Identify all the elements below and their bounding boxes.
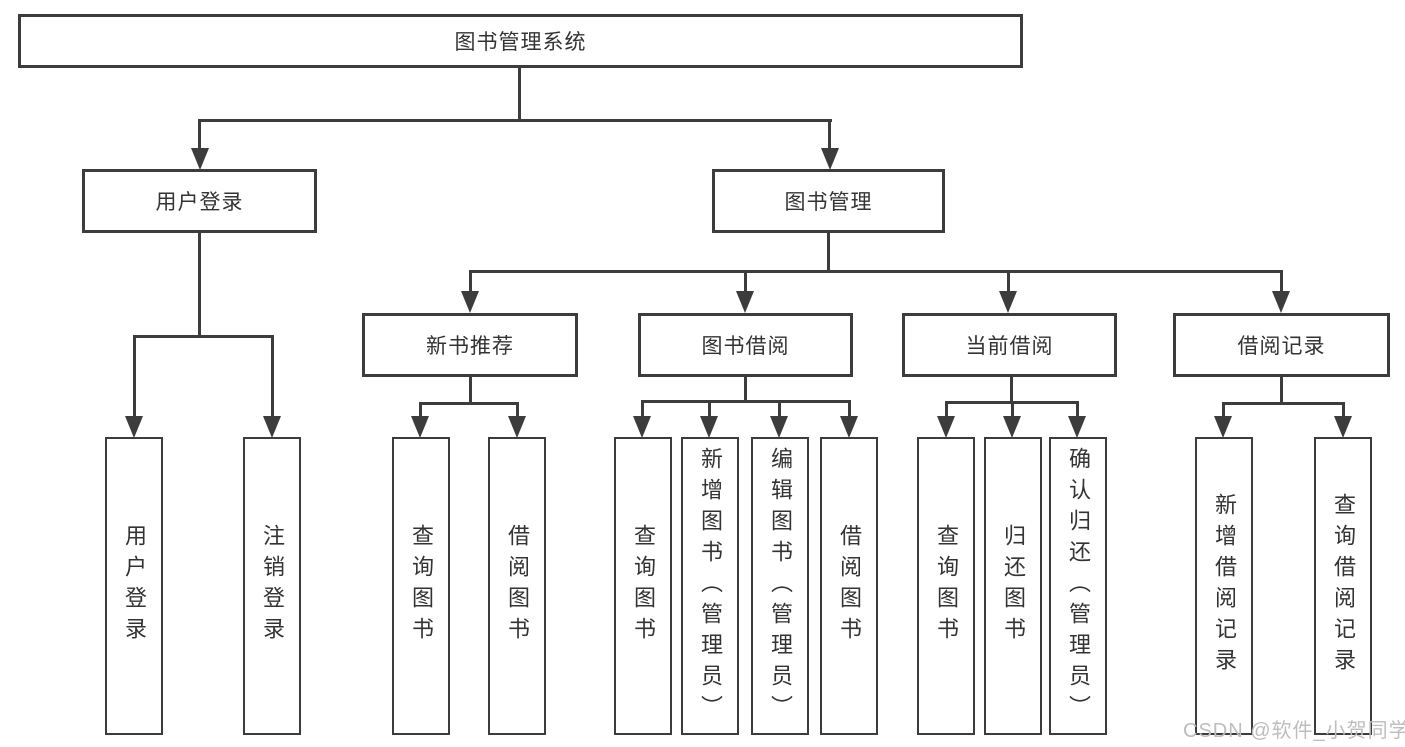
leaf-current-query: 查询图书	[917, 437, 975, 735]
node-book-management: 图书管理	[712, 169, 945, 233]
leaf-current-return-label: 归还图书	[1001, 524, 1026, 648]
leaf-records-add-label: 新增借阅记录	[1212, 493, 1237, 679]
node-new-book-recommend: 新书推荐	[362, 313, 578, 377]
connector-line	[827, 233, 830, 273]
connector-line	[518, 68, 521, 122]
arrowhead-down-icon	[700, 416, 718, 438]
leaf-newbooks-borrow: 借阅图书	[488, 437, 546, 735]
connector-line	[744, 270, 747, 293]
node-book-borrow: 图书借阅	[638, 313, 853, 377]
connector-line	[133, 335, 274, 338]
node-current-borrow-label: 当前借阅	[965, 335, 1054, 358]
arrowhead-down-icon	[461, 291, 479, 313]
connector-line	[708, 400, 711, 418]
arrowhead-down-icon	[633, 416, 651, 438]
node-current-borrow: 当前借阅	[902, 313, 1117, 377]
arrowhead-down-icon	[1272, 291, 1290, 313]
node-book-management-label: 图书管理	[784, 191, 873, 214]
connector-line	[1342, 402, 1345, 418]
arrowhead-down-icon	[411, 416, 429, 438]
connector-line	[848, 400, 851, 418]
leaf-user-login: 用户登录	[105, 437, 163, 735]
node-borrow-records-label: 借阅记录	[1237, 335, 1326, 358]
connector-line	[1222, 402, 1344, 405]
leaf-logout: 注销登录	[243, 437, 301, 735]
leaf-bookborrow-borrow-label: 借阅图书	[837, 524, 862, 648]
connector-line	[516, 402, 519, 418]
node-new-book-recommend-label: 新书推荐	[426, 335, 514, 358]
arrowhead-down-icon	[1003, 416, 1021, 438]
leaf-bookborrow-add-label: 新增图书（管理员）	[698, 446, 723, 726]
arrowhead-down-icon	[125, 416, 143, 438]
connector-line	[641, 400, 851, 403]
connector-line	[828, 119, 831, 151]
connector-line	[1280, 270, 1283, 293]
csdn-watermark: CSDN @软件_小贺同学	[1183, 720, 1405, 742]
arrowhead-down-icon	[821, 148, 839, 170]
leaf-current-query-label: 查询图书	[934, 524, 959, 648]
connector-line	[469, 377, 472, 405]
node-user-login-label: 用户登录	[155, 191, 244, 214]
arrowhead-down-icon	[263, 416, 281, 438]
connector-line	[133, 335, 136, 417]
connector-line	[198, 119, 201, 151]
connector-line	[1010, 377, 1013, 403]
leaf-newbooks-borrow-label: 借阅图书	[505, 524, 530, 648]
node-borrow-records: 借阅记录	[1173, 313, 1390, 377]
arrowhead-down-icon	[736, 291, 754, 313]
leaf-bookborrow-edit: 编辑图书（管理员）	[751, 437, 809, 735]
connector-line	[1280, 377, 1283, 405]
arrowhead-down-icon	[1334, 416, 1352, 438]
leaf-bookborrow-query: 查询图书	[614, 437, 672, 735]
connector-line	[1222, 402, 1225, 418]
connector-line	[271, 335, 274, 417]
connector-line	[744, 377, 747, 403]
leaf-current-confirm: 确认归还（管理员）	[1049, 437, 1107, 735]
leaf-newbooks-query: 查询图书	[392, 437, 450, 735]
connector-line	[778, 400, 781, 418]
arrowhead-down-icon	[1214, 416, 1232, 438]
connector-line	[198, 119, 832, 122]
arrowhead-down-icon	[508, 416, 526, 438]
leaf-user-login-label: 用户登录	[122, 524, 147, 648]
connector-line	[469, 270, 1283, 273]
connector-line	[198, 233, 201, 337]
node-root-label: 图书管理系统	[454, 31, 587, 54]
leaf-records-query: 查询借阅记录	[1314, 437, 1372, 735]
arrowhead-down-icon	[1068, 416, 1086, 438]
connector-line	[945, 401, 948, 418]
connector-line	[419, 402, 422, 418]
leaf-current-confirm-label: 确认归还（管理员）	[1066, 446, 1091, 726]
connector-line	[469, 270, 472, 293]
leaf-bookborrow-edit-label: 编辑图书（管理员）	[768, 446, 793, 726]
leaf-current-return: 归还图书	[984, 437, 1042, 735]
leaf-records-add: 新增借阅记录	[1195, 437, 1253, 735]
connector-line	[1076, 401, 1079, 418]
connector-line	[641, 400, 644, 418]
connector-line	[1011, 401, 1014, 418]
leaf-newbooks-query-label: 查询图书	[409, 524, 434, 648]
arrowhead-down-icon	[191, 148, 209, 170]
node-book-borrow-label: 图书借阅	[701, 335, 790, 358]
leaf-bookborrow-add: 新增图书（管理员）	[681, 437, 739, 735]
arrowhead-down-icon	[770, 416, 788, 438]
connector-line	[419, 402, 519, 405]
leaf-bookborrow-borrow: 借阅图书	[820, 437, 878, 735]
node-root: 图书管理系统	[18, 14, 1023, 68]
arrowhead-down-icon	[999, 291, 1017, 313]
arrowhead-down-icon	[937, 416, 955, 438]
node-user-login: 用户登录	[82, 169, 317, 233]
leaf-bookborrow-query-label: 查询图书	[631, 524, 656, 648]
leaf-logout-label: 注销登录	[260, 524, 285, 648]
leaf-records-query-label: 查询借阅记录	[1331, 493, 1356, 679]
connector-line	[1007, 270, 1010, 293]
arrowhead-down-icon	[840, 416, 858, 438]
